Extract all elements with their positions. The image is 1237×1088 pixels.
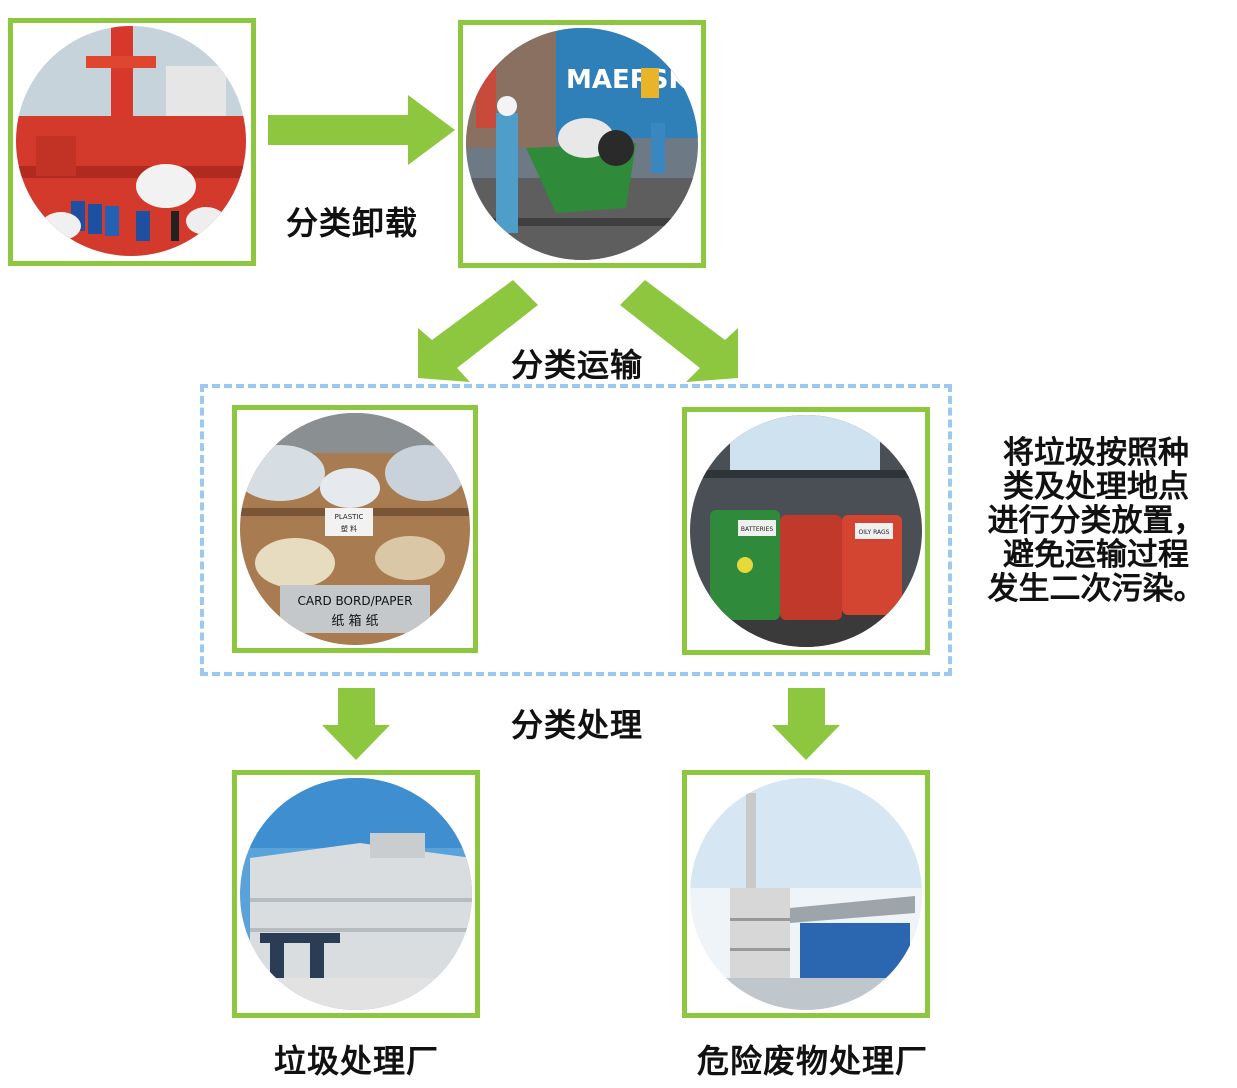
- arrow-down-left-plant: [322, 688, 390, 760]
- sorting-area-dashed-box: [200, 384, 952, 676]
- photo-ship-deck: [16, 26, 246, 256]
- svg-text:塑 料: 塑 料: [341, 524, 357, 533]
- arrow-down-left: [418, 280, 538, 382]
- label-unload: 分类卸载: [286, 204, 419, 242]
- photo-hazardous-drums: BATTERIES OILY RAGS: [690, 415, 922, 647]
- svg-text:OILY RAGS: OILY RAGS: [859, 529, 890, 536]
- arrow-down-right: [620, 280, 738, 382]
- arrow-down-right-plant: [772, 688, 840, 760]
- svg-text:BATTERIES: BATTERIES: [741, 526, 774, 533]
- photo-hazardous-plant: [690, 778, 922, 1010]
- svg-text:PLASTIC: PLASTIC: [335, 513, 364, 521]
- note-line: 类及处理地点: [1003, 469, 1189, 505]
- note-line: 进行分类放置，: [987, 503, 1205, 539]
- photo-garbage-plant: [240, 778, 472, 1010]
- note-line: 避免运输过程: [1003, 537, 1189, 573]
- svg-text:CARD BORD/PAPER: CARD BORD/PAPER: [298, 594, 413, 608]
- svg-text:MAERSK: MAERSK: [566, 65, 690, 95]
- label-transport: 分类运输: [511, 346, 644, 384]
- svg-text:纸 箱 纸: 纸 箱 纸: [331, 613, 378, 629]
- label-process: 分类处理: [511, 706, 644, 744]
- arrow-right: [268, 95, 455, 165]
- sorting-note: 将垃圾按照种 类及处理地点 进行分类放置， 避免运输过程 发生二次污染。: [965, 436, 1227, 606]
- photo-dry-waste-bins: PLASTIC 塑 料 CARD BORD/PAPER 纸 箱 纸: [240, 413, 470, 645]
- label-hazardous-plant: 危险废物处理厂: [697, 1042, 929, 1080]
- note-line: 将垃圾按照种: [1003, 435, 1189, 471]
- note-line: 发生二次污染。: [987, 571, 1205, 607]
- photo-unloading: MAERSK: [466, 28, 698, 260]
- label-garbage-plant: 垃圾处理厂: [274, 1042, 440, 1080]
